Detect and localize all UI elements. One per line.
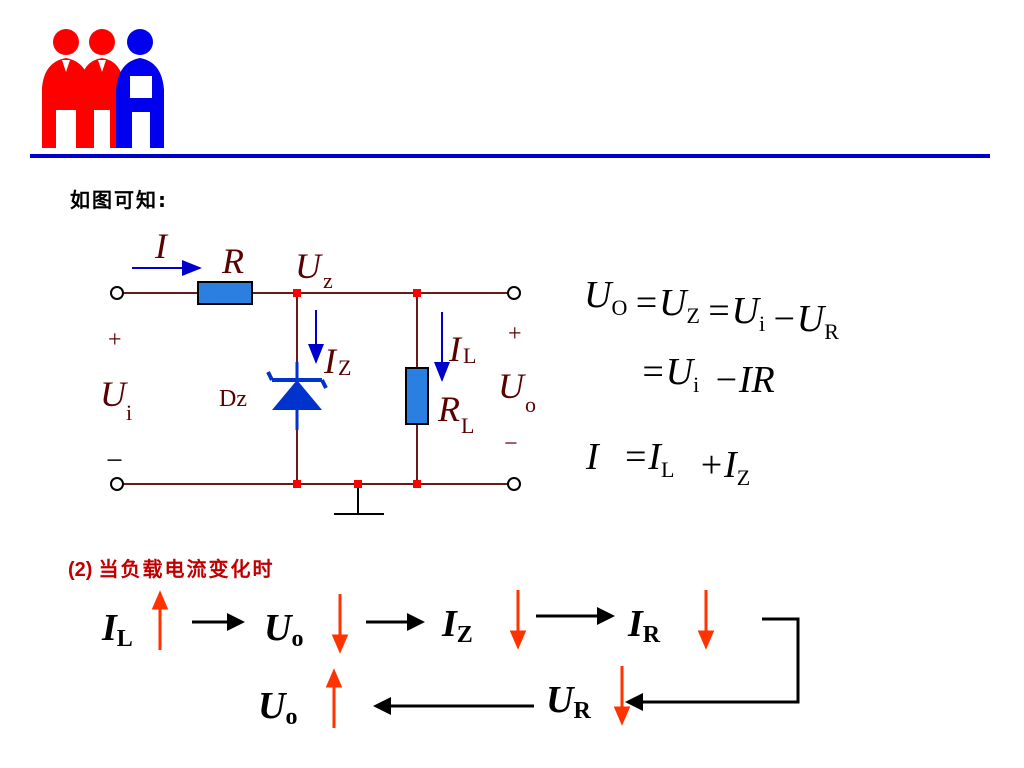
line3-sub: Z (737, 465, 750, 490)
line3-term: =I (623, 436, 664, 478)
line1-term: −U (771, 298, 827, 340)
output-minus: − (504, 431, 518, 457)
line1-sub: Z (686, 303, 699, 328)
line3-term: I (585, 436, 601, 478)
output-voltage-sub: o (525, 392, 536, 417)
line1-sub: R (824, 319, 839, 344)
terminals (110, 286, 521, 491)
line1-term: =U (706, 290, 762, 332)
chain-variable: IL (101, 607, 133, 652)
equation-line-1: UO=UZ=Ui−UR (584, 274, 839, 344)
input-minus: − (106, 444, 123, 477)
output-terminal-top (507, 286, 521, 300)
zener-current-label: I (323, 341, 338, 381)
load-resistor-sub: L (461, 413, 474, 438)
line2-text: =Ui −IR (640, 351, 775, 401)
input-terminal-bottom (110, 477, 124, 491)
load-resistor-label: R (437, 389, 460, 429)
zener-voltage-label: U (295, 246, 323, 286)
zener-voltage-sub: z (323, 268, 333, 293)
line1-term: =U (633, 282, 689, 324)
chain-variable: IR (627, 603, 661, 648)
input-terminal-top (110, 286, 124, 300)
load-resistor-icon (405, 367, 429, 425)
arrow-up-icon (151, 590, 169, 650)
line3-sub: L (661, 457, 674, 482)
section-heading: (2)当负载电流变化时 (68, 553, 274, 582)
line1-term: U (584, 274, 614, 316)
arrow-up-icon (325, 668, 343, 728)
zener-current-sub: Z (338, 355, 351, 380)
line2-term: =U (640, 351, 696, 393)
arrow-down-icon (509, 590, 527, 650)
chain-variable: Uo (264, 607, 303, 652)
chain-arrow-4 (625, 617, 800, 711)
output-terminal-bottom (507, 477, 521, 491)
circuit-nodes (293, 289, 421, 488)
equation-line-3: I =IL +IZ (585, 436, 750, 490)
arrow-down-icon (331, 594, 349, 654)
input-voltage-label: U (100, 374, 128, 414)
people-logo-icon (42, 29, 164, 148)
ground-icon (334, 484, 384, 515)
zener-diode-icon (266, 362, 328, 430)
line3-text: I =IL +IZ (585, 436, 750, 490)
line1-sub: i (759, 311, 765, 336)
chain-variable: Uo (258, 685, 297, 730)
arrow-down-icon (697, 590, 715, 650)
load-current-label: I (448, 329, 463, 369)
chain-variable: UR (546, 679, 591, 724)
line2-term: −IR (713, 359, 775, 401)
line1-sub: O (611, 295, 627, 320)
load-current-sub: L (463, 343, 476, 368)
chain-variable: IZ (441, 603, 473, 648)
line3-term: +I (698, 444, 739, 486)
equation-line-2: =Ui −IR (640, 351, 775, 401)
diode-label: Dz (219, 386, 247, 412)
current-label: I (154, 226, 169, 266)
output-plus: + (508, 321, 522, 347)
input-plus: + (108, 327, 122, 353)
line1-text: UO=UZ=Ui−UR (584, 274, 839, 344)
section-number: (2) (68, 559, 93, 581)
line2-sub: i (693, 372, 699, 397)
resistor-icon (197, 281, 253, 305)
input-voltage-sub: i (126, 400, 132, 425)
output-voltage-label: U (498, 366, 526, 406)
intro-text: 如图可知: (70, 188, 168, 212)
resistor-label: R (221, 241, 244, 281)
section-title: 当负载电流变化时 (98, 557, 275, 581)
arrow-down-icon (613, 666, 631, 726)
